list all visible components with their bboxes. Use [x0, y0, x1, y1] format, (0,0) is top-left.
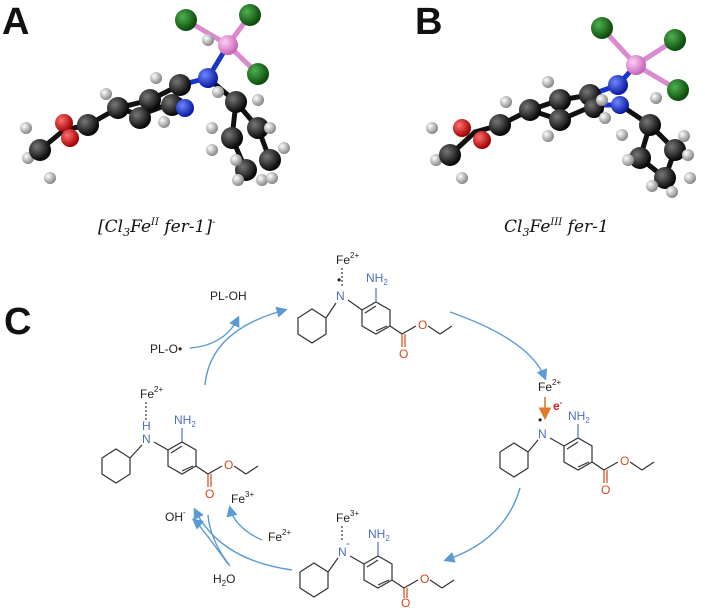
- fe2-label: Fe2+: [336, 251, 359, 267]
- minus-sign: -: [346, 536, 350, 550]
- structure-left: Fe2+ H N NH2 O O: [101, 385, 259, 501]
- radical-dot: •: [337, 273, 341, 287]
- arrow-top-to-right: [449, 311, 548, 381]
- caption-a: [Cl3FeII fer-1]-: [98, 217, 216, 239]
- panel-a-letter: A: [2, 1, 29, 43]
- panel-c-letter: C: [4, 301, 31, 343]
- nitrogen-label: N: [336, 289, 345, 303]
- carbonyl-o: O: [205, 487, 214, 501]
- structure-bottom: Fe3+ - N NH2 O O: [299, 509, 455, 608]
- nh-h-label: H: [142, 419, 151, 433]
- fe3-side-label: Fe3+: [231, 490, 254, 506]
- pl-o-radical-label: PL-O•: [150, 342, 182, 356]
- arrow-left-to-top: [204, 306, 288, 386]
- nh2-label: NH2: [368, 527, 390, 543]
- hydroxide-label: OH-: [165, 508, 186, 524]
- nitrogen-label: N: [142, 432, 151, 446]
- structure-top: Fe2+ • N NH2 O O: [297, 251, 453, 361]
- molecule-model-b: [426, 17, 696, 198]
- molecule-model-a: [20, 4, 290, 186]
- nh2-label: NH2: [568, 409, 590, 425]
- arrow-fe2-to-fe3: [226, 505, 263, 541]
- carbonyl-o: O: [601, 483, 610, 497]
- panel-b-letter: B: [415, 1, 442, 43]
- carbonyl-o: O: [401, 596, 410, 608]
- nh2-label: NH2: [174, 413, 196, 429]
- carbonyl-o: O: [399, 347, 408, 361]
- nitrogen-label: N: [338, 545, 347, 559]
- arrow-right-to-bottom: [443, 487, 521, 563]
- catalytic-cycle-arrows: [189, 306, 548, 571]
- water-label: H2O: [213, 572, 235, 588]
- nh2-label: NH2: [366, 271, 388, 287]
- pl-oh-label: PL-OH: [210, 289, 247, 303]
- fe2-label: Fe2+: [538, 378, 561, 394]
- radical-dot: •: [538, 413, 542, 427]
- ester-o: O: [224, 458, 233, 472]
- arrow-h2o-to-oh: [191, 518, 229, 565]
- ester-o: O: [418, 318, 427, 332]
- nitrogen-label: N: [538, 427, 547, 441]
- fe2-side-label: Fe2+: [268, 528, 291, 544]
- arrow-plo-to-ploh: [189, 315, 240, 349]
- ester-o: O: [620, 454, 629, 468]
- caption-b: Cl3FeIII fer-1: [504, 217, 609, 239]
- fe2-label: Fe2+: [140, 385, 163, 401]
- electron-label: e-: [553, 398, 563, 413]
- fe3-label: Fe3+: [336, 509, 359, 525]
- ester-o: O: [420, 572, 429, 586]
- structure-right: Fe2+ e- • N NH2 O O: [499, 378, 655, 497]
